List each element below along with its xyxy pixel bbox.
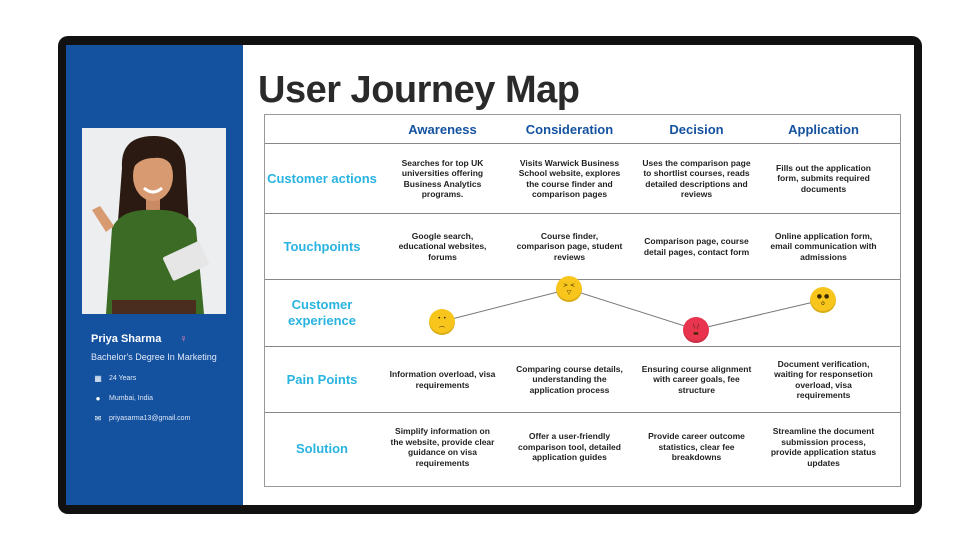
cell-actions-decision: Uses the comparison page to shortlist co… — [642, 157, 751, 200]
cell-solution-consideration: Offer a user-friendly comparison tool, d… — [518, 431, 621, 463]
profile-sidebar: Priya Sharma ♀ Bachelor's Degree In Mark… — [66, 45, 243, 505]
row-label-solution: Solution — [296, 441, 348, 456]
location-pin-icon: ● — [95, 394, 101, 403]
stage-header-application: Application — [788, 121, 859, 137]
stage-header-consideration: Consideration — [525, 121, 614, 137]
row-label-pain-points: Pain Points — [286, 371, 358, 387]
row-divider — [265, 279, 900, 280]
surprised-emoji-icon: ● ●o — [810, 286, 836, 313]
profile-age: ▦ 24 Years — [93, 374, 136, 383]
profile-location-text: Mumbai, India — [109, 395, 153, 402]
laughing-emoji-icon: > <▽ — [556, 276, 582, 303]
cell-actions-awareness: Searches for top UK universities offerin… — [401, 157, 484, 200]
experience-curve — [441, 288, 824, 331]
cell-actions-consideration: Visits Warwick Business School website, … — [518, 157, 621, 200]
stage-header-awareness: Awareness — [408, 121, 477, 137]
profile-location: ● Mumbai, India — [93, 394, 153, 403]
profile-name: Priya Sharma — [91, 333, 162, 345]
stage-header-decision: Decision — [669, 121, 724, 137]
profile-degree: Bachelor's Degree In Marketing — [91, 352, 217, 362]
row-divider — [265, 143, 900, 144]
sad-emoji-icon: • •︵ — [429, 308, 455, 335]
cell-pain-awareness: Information overload, visa requirements — [389, 369, 496, 390]
profile-name-row: Priya Sharma ♀ — [91, 333, 231, 345]
row-divider — [265, 346, 900, 347]
experience-line — [441, 288, 824, 331]
cell-actions-application: Fills out the application form, submits … — [776, 162, 871, 194]
cell-touchpoints-decision: Comparison page, course detail pages, co… — [643, 236, 750, 257]
profile-age-text: 24 Years — [109, 375, 137, 382]
row-divider — [265, 213, 900, 214]
profile-photo — [82, 128, 226, 314]
cell-solution-awareness: Simplify information on the website, pro… — [390, 426, 495, 468]
female-icon: ♀ — [179, 333, 188, 345]
cell-touchpoints-consideration: Course finder, comparison page, student … — [516, 230, 623, 262]
journey-table: Awareness Consideration Decision Applica… — [264, 114, 901, 487]
profile-email-text: priyasarma13@gmail.com — [109, 415, 191, 422]
cell-touchpoints-application: Online application form, email communica… — [770, 230, 877, 262]
row-label-customer-actions: Customer actions — [267, 170, 377, 186]
row-label-touchpoints: Touchpoints — [283, 238, 361, 254]
profile-email: ✉ priyasarma13@gmail.com — [93, 414, 191, 423]
cell-pain-decision: Ensuring course alignment with career go… — [641, 363, 752, 395]
angry-emoji-icon: \ /▬ — [683, 316, 709, 343]
cell-pain-application: Document verification, waiting for respo… — [774, 358, 873, 401]
cell-solution-decision: Provide career outcome statistics, clear… — [648, 431, 745, 463]
mail-icon: ✉ — [94, 414, 102, 423]
cell-solution-application: Streamline the document submission proce… — [770, 426, 877, 468]
screen: Priya Sharma ♀ Bachelor's Degree In Mark… — [66, 45, 914, 505]
row-divider — [265, 412, 900, 413]
page-title: User Journey Map — [258, 69, 580, 111]
cell-pain-consideration: Comparing course details, understanding … — [516, 363, 623, 395]
calendar-icon: ▦ — [94, 374, 102, 383]
row-label-customer-experience: Customer experience — [288, 297, 356, 328]
persona-illustration — [82, 128, 226, 314]
cell-touchpoints-awareness: Google search, educational websites, for… — [398, 230, 487, 262]
